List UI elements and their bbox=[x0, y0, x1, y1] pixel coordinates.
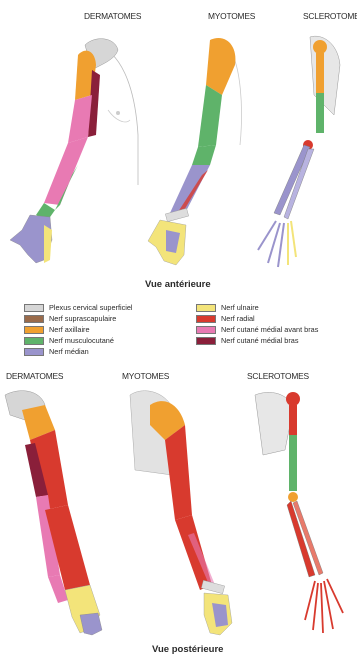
legend-swatch bbox=[196, 337, 216, 345]
legend-item: Nerf cutané médial avant bras bbox=[196, 325, 318, 334]
legend-label: Nerf cutané médial avant bras bbox=[221, 325, 318, 334]
legend-label: Plexus cervical superficiel bbox=[49, 303, 133, 312]
legend-item: Nerf cutané médial bras bbox=[196, 336, 298, 345]
anterior-view-title: Vue antérieure bbox=[145, 279, 211, 290]
legend-label: Nerf cutané médial bras bbox=[221, 336, 298, 345]
legend-item: Nerf radial bbox=[196, 314, 255, 323]
legend-swatch bbox=[196, 315, 216, 323]
posterior-myotomes-figure bbox=[120, 385, 245, 640]
legend-swatch bbox=[24, 348, 44, 356]
legend-label: Nerf suprascapulaire bbox=[49, 314, 116, 323]
anterior-sclerotomes-label: SCLEROTOMES bbox=[303, 11, 357, 21]
legend-swatch bbox=[24, 337, 44, 345]
legend-item: Nerf ulnaire bbox=[196, 303, 259, 312]
legend-item: Nerf musculocutané bbox=[24, 336, 114, 345]
anterior-dermatomes-figure bbox=[0, 25, 140, 275]
legend-label: Nerf musculocutané bbox=[49, 336, 114, 345]
legend-swatch bbox=[24, 326, 44, 334]
legend-swatch bbox=[196, 326, 216, 334]
legend-swatch bbox=[24, 315, 44, 323]
anterior-myotomes-label: MYOTOMES bbox=[208, 11, 255, 21]
anterior-myotomes-figure bbox=[140, 25, 250, 275]
legend-label: Nerf médian bbox=[49, 347, 89, 356]
posterior-dermatomes-figure bbox=[0, 385, 120, 640]
posterior-sclerotomes-label: SCLEROTOMES bbox=[247, 371, 309, 381]
posterior-sclerotomes-figure bbox=[245, 385, 357, 640]
legend-swatch bbox=[196, 304, 216, 312]
posterior-dermatomes-label: DERMATOMES bbox=[6, 371, 63, 381]
legend-label: Nerf axillaire bbox=[49, 325, 90, 334]
legend-item: Nerf suprascapulaire bbox=[24, 314, 116, 323]
anterior-dermatomes-label: DERMATOMES bbox=[84, 11, 141, 21]
legend-item: Plexus cervical superficiel bbox=[24, 303, 133, 312]
legend-label: Nerf ulnaire bbox=[221, 303, 259, 312]
legend-swatch bbox=[24, 304, 44, 312]
legend-item: Nerf axillaire bbox=[24, 325, 90, 334]
legend: Plexus cervical superficiel Nerf suprasc… bbox=[24, 303, 344, 359]
legend-label: Nerf radial bbox=[221, 314, 255, 323]
posterior-view-title: Vue postérieure bbox=[152, 644, 223, 655]
anterior-sclerotomes-figure bbox=[250, 25, 357, 275]
posterior-myotomes-label: MYOTOMES bbox=[122, 371, 169, 381]
legend-item: Nerf médian bbox=[24, 347, 89, 356]
